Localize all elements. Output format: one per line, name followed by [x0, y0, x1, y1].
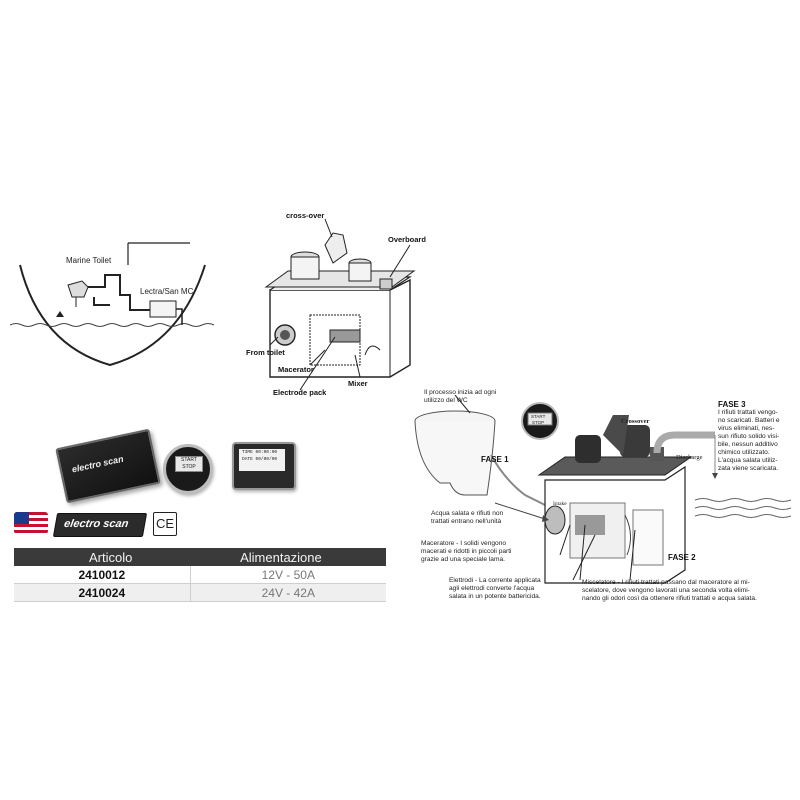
boat-hull-diagram [10, 242, 215, 367]
crossover-process-label: Crossover [621, 418, 650, 425]
fase1-label: FASE 1 [481, 455, 509, 464]
display-date: DATE 00/00/00 [242, 457, 278, 462]
fase2-label: FASE 2 [668, 553, 696, 562]
col-articolo: Articolo [14, 548, 191, 566]
process-diagram [414, 395, 792, 584]
control-panel-image: electro scan [55, 428, 161, 504]
us-flag-icon [14, 512, 48, 534]
col-alimentazione: Alimentazione [190, 548, 386, 566]
display-panel-image: TIME 00:00:00 DATE 00/00/00 [232, 442, 296, 490]
unit-cutaway-diagram [264, 218, 416, 391]
lectra-san-label: Lectra/San MC [140, 287, 194, 296]
table-row: 2410012 12V - 50A [14, 566, 386, 584]
mixer-label: Mixer [348, 379, 368, 388]
display-time: TIME 00:00:00 [242, 450, 278, 455]
macerator-label: Macerator [278, 365, 314, 374]
intake-label: Intake [553, 501, 567, 507]
round-switch-image: START STOP [163, 444, 213, 494]
miscelatore-text: Miscelatore - I rifiuti trattati passano… [582, 579, 757, 602]
round-start-label: START [531, 414, 546, 419]
discharge-label: Discharge [676, 454, 703, 461]
panel-brand-text: electro scan [70, 453, 125, 475]
table-row: 2410024 24V - 42A [14, 583, 386, 602]
row1-power: 12V - 50A [190, 566, 386, 584]
table-header-row: Articolo Alimentazione [14, 548, 386, 566]
row2-code: 2410024 [14, 583, 191, 602]
row1-code: 2410012 [14, 566, 191, 584]
row2-power: 24V - 42A [190, 583, 386, 602]
overboard-label: Overboard [388, 235, 426, 244]
stop-text: STOP [182, 464, 196, 470]
fase3-label: FASE 3 [718, 400, 746, 409]
crossover-label: cross-over [286, 211, 325, 220]
product-table: Articolo Alimentazione 2410012 12V - 50A… [14, 548, 386, 602]
electrode-pack-label: Electrode pack [273, 388, 327, 397]
round-stop-label: STOP [532, 420, 545, 425]
marine-toilet-label: Marine Toilet [66, 256, 112, 265]
ce-mark: CE [153, 512, 177, 536]
start-text: START [181, 457, 197, 463]
fase3-text: I rifiuti trattati vengo-no scaricati. B… [718, 409, 780, 472]
electroscan-logo: electro scan [52, 513, 148, 537]
from-toilet-label: From toilet [246, 348, 285, 357]
